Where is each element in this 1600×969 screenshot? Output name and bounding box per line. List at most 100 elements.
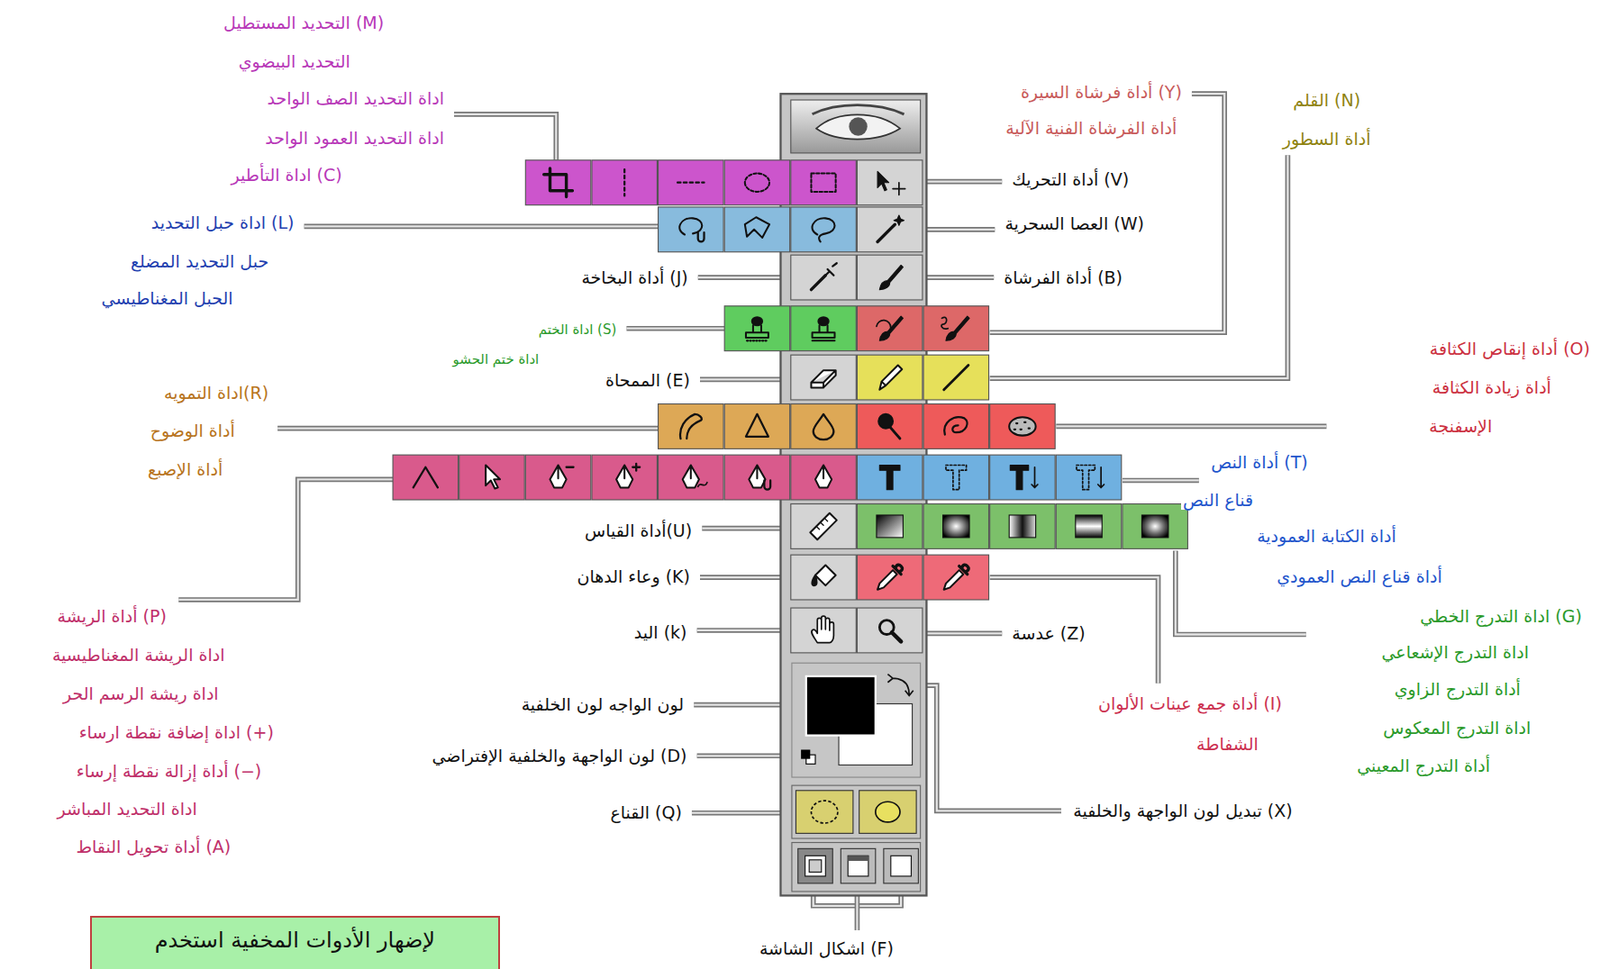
tool-label: (M) التحديد المستطيل [221, 12, 386, 34]
leader-line [923, 274, 994, 281]
leader-line [923, 632, 1002, 635]
leader-line [700, 576, 791, 579]
tool-icon [943, 515, 970, 538]
tool-button [856, 160, 922, 206]
tool-icon [745, 317, 769, 341]
gradient-icon [1075, 515, 1102, 538]
icon-stroke [959, 564, 969, 574]
leader-line [700, 574, 791, 581]
leader-line [923, 228, 995, 231]
tool-icon [677, 181, 704, 183]
tool-cell [658, 454, 724, 500]
tool-cell [724, 207, 790, 253]
icon-stroke [892, 182, 906, 196]
icon-stroke [815, 464, 832, 488]
tool-button [724, 454, 790, 500]
tool-icon [745, 173, 770, 192]
tool-icon [812, 317, 836, 341]
tool-button [990, 504, 1055, 550]
tool-label: اداة التحديد الصف الواحد [264, 88, 446, 110]
icon-stroke [879, 364, 902, 390]
tool-button [724, 160, 790, 206]
icon-stroke [413, 467, 438, 489]
tool-cell [856, 354, 922, 400]
tool-label: (J) أداة البخاخة [579, 267, 690, 289]
icon-stroke [682, 464, 700, 488]
icon-stroke [810, 275, 826, 291]
mask-panel [791, 785, 921, 839]
icon-stroke [1014, 422, 1030, 430]
tool-label: الشفاطة [1194, 734, 1261, 755]
tool-icon [878, 414, 900, 439]
tool-icon [944, 417, 967, 435]
icon-stroke [745, 217, 770, 238]
leader-line [990, 93, 1226, 333]
tool-label: (−) أداة إزالة نقطة إرساء [74, 761, 264, 782]
gradient-icon [1141, 515, 1168, 538]
icon-stroke [893, 215, 904, 226]
icon-stroke [944, 364, 969, 390]
leader-line [990, 577, 1159, 684]
tool-label: (Q) القناع [608, 802, 683, 824]
tool-label: أداة الوضوح [148, 420, 237, 442]
tool-button [856, 306, 922, 352]
tool-button [856, 504, 922, 550]
default-icon [800, 749, 810, 759]
leader-line [1175, 551, 1307, 636]
tool-icon [1009, 464, 1038, 490]
icon-stroke [745, 325, 769, 338]
tool-cell [790, 608, 856, 654]
leader-line [990, 577, 1159, 684]
leader-line [698, 276, 791, 279]
icon-stroke [877, 570, 898, 591]
tool-icon [624, 169, 626, 196]
tool-icon [544, 168, 573, 198]
tool-icon [879, 620, 901, 643]
tool-label: (I) أداة جمع عينات الألوان [1096, 693, 1284, 715]
tool-button [591, 454, 657, 500]
tool-label: اداة التدرج المعكوس [1381, 718, 1533, 739]
icon-stroke [815, 564, 837, 586]
tool-button [790, 254, 856, 300]
tool-button [790, 207, 856, 253]
tool-icon [813, 414, 835, 440]
icon-stroke [745, 414, 769, 437]
tool-cell [591, 160, 657, 206]
leader-line [1175, 551, 1307, 636]
icon-stroke [944, 570, 964, 591]
tool-label: اداة التدرج الإشعاعي [1380, 642, 1531, 664]
tool-button [790, 160, 856, 206]
tool-label: (K) وعاء الدهان [575, 566, 692, 588]
tool-icon [945, 464, 967, 490]
leader-line [626, 327, 725, 330]
leader-line [277, 427, 658, 430]
icon-stroke [746, 339, 768, 342]
tool-icon [879, 464, 900, 490]
leader-line [923, 227, 995, 233]
gradient-icon [876, 515, 903, 538]
toolbox-frame [780, 93, 927, 896]
screen-mode-button [840, 848, 876, 884]
icon-stroke [812, 325, 836, 341]
tool-icon [812, 218, 836, 242]
eye-brow [812, 105, 905, 115]
icon-stroke [752, 317, 763, 326]
tool-icon [876, 515, 903, 538]
tool-icon [877, 215, 904, 242]
tool-button [923, 404, 989, 450]
tool-button [1055, 504, 1121, 550]
icon-stroke [812, 218, 836, 242]
tool-label: (P) أداة الريشة [55, 606, 169, 628]
tool-button [990, 404, 1055, 450]
tool-button [790, 454, 856, 500]
screen-mode-icon [847, 855, 869, 877]
tool-button [658, 454, 724, 500]
tool-icon [811, 564, 836, 586]
tool-button [790, 404, 856, 450]
icon-stroke [892, 564, 902, 574]
leader-line [700, 378, 791, 381]
leader-line [178, 479, 393, 600]
tool-label: (L) اداة حبل التحديد [149, 212, 297, 234]
tool-label: (T) أداة النص [1209, 452, 1310, 473]
